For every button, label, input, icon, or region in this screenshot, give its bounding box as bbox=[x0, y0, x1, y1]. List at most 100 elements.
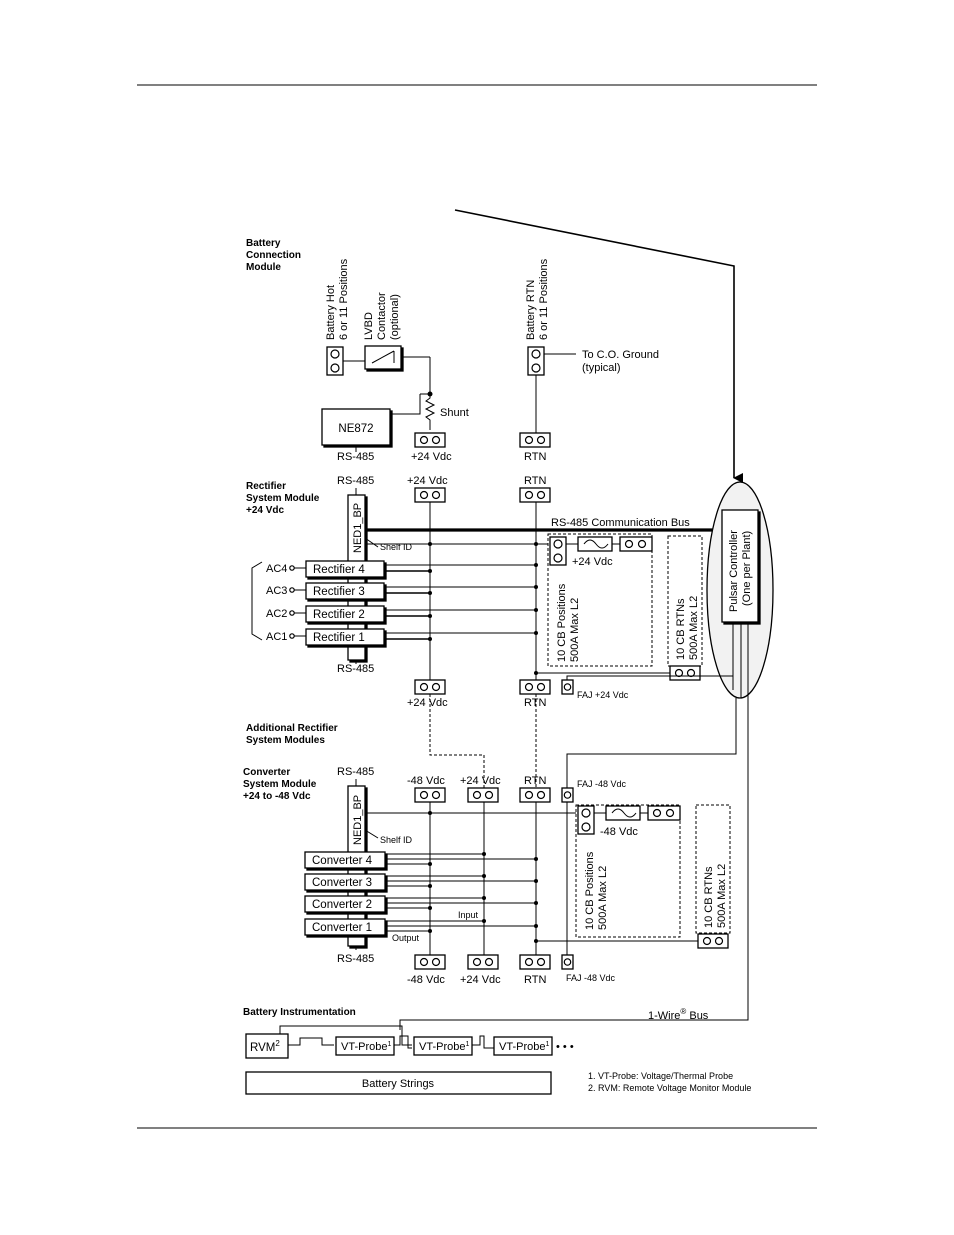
ne872-label: NE872 bbox=[338, 423, 373, 435]
battery-strings-label: Battery Strings bbox=[362, 1078, 435, 1090]
csm-input-label: Input bbox=[458, 910, 479, 920]
csm-output-label: Output bbox=[392, 933, 420, 943]
csm-cb-rtns-2: 500A Max L2 bbox=[716, 864, 728, 928]
csm-cb-rtns-1: 10 CB RTNs bbox=[703, 866, 715, 928]
rsm-rtn-top-terminal bbox=[519, 487, 551, 503]
rectifier-output-node bbox=[428, 569, 432, 573]
lvbd-label-2: Contactor bbox=[376, 292, 388, 340]
converter-output-node bbox=[428, 884, 432, 888]
csm-cb-positions-1: 10 CB Positions bbox=[584, 851, 596, 930]
vt-probe-3-label: VT-Probe1 bbox=[499, 1041, 549, 1053]
csm-cb-positions-2: 500A Max L2 bbox=[597, 866, 609, 930]
converter-label: Converter 1 bbox=[312, 922, 372, 934]
converter-row: Converter 2 bbox=[304, 895, 538, 913]
rsm-heading-3: +24 Vdc bbox=[246, 505, 285, 516]
converter-box bbox=[304, 918, 386, 936]
ne872-box bbox=[321, 408, 391, 446]
rectifier-label: Rectifier 1 bbox=[313, 632, 365, 644]
rsm-plus24-bottom-terminal bbox=[414, 679, 446, 695]
note-1: 1. VT-Probe: Voltage/Thermal Probe bbox=[588, 1071, 733, 1081]
converter-input-node bbox=[482, 896, 486, 900]
ac-input-terminal bbox=[289, 565, 295, 571]
lvbd-label-3: (optional) bbox=[389, 294, 401, 340]
converter-label: Converter 2 bbox=[312, 899, 372, 911]
bcm-heading-2: Connection bbox=[246, 250, 301, 261]
csm-rs485-bottom: RS-485 bbox=[337, 953, 374, 965]
rectifier-label: Rectifier 4 bbox=[313, 564, 365, 576]
converter-box bbox=[304, 873, 386, 891]
rsm-cb-rtn-terminal bbox=[669, 665, 701, 681]
converter-input-node bbox=[482, 919, 486, 923]
rsm-rtn-bottom: RTN bbox=[524, 697, 546, 709]
to-ground-label-1: To C.O. Ground bbox=[582, 349, 659, 361]
bcm-heading-1: Battery bbox=[246, 238, 281, 249]
ac-input-label: AC1 bbox=[266, 631, 287, 643]
csm-rtn-top: RTN bbox=[524, 775, 546, 787]
csm-faj-bottom-label: FAJ -48 Vdc bbox=[566, 973, 616, 983]
bcm-plus24-label: +24 Vdc bbox=[411, 451, 452, 463]
converter-box bbox=[304, 895, 386, 913]
rectifier-box bbox=[305, 582, 385, 600]
rvm-box bbox=[245, 1033, 289, 1059]
converter-input-node bbox=[482, 852, 486, 856]
csm-rtn-bottom-terminal bbox=[519, 954, 551, 970]
rectifier-rtn-node bbox=[534, 608, 538, 612]
csm-minus48-top: -48 Vdc bbox=[407, 775, 445, 787]
battery-strings-box bbox=[245, 1071, 552, 1095]
converter-input-node bbox=[482, 874, 486, 878]
instrumentation-heading: Battery Instrumentation bbox=[243, 1007, 356, 1018]
csm-minus48-bottom-terminal bbox=[414, 954, 446, 970]
rectifier-output-node bbox=[428, 637, 432, 641]
rvm-label: RVM2 bbox=[250, 1039, 280, 1054]
csm-cb-rtn-panel bbox=[695, 804, 731, 934]
ac-input-terminal bbox=[289, 610, 295, 616]
ac-input-terminal bbox=[289, 633, 295, 639]
csm-heading-2: System Module bbox=[243, 779, 317, 790]
rsm-cb-panel bbox=[547, 533, 653, 667]
rsm-rs485-top: RS-485 bbox=[337, 475, 374, 487]
ac-input-label: AC4 bbox=[266, 563, 287, 575]
rsm-plus24-top: +24 Vdc bbox=[407, 475, 448, 487]
rsm-cb-rtns-1: 10 CB RTNs bbox=[675, 598, 687, 660]
rectifier-output-node bbox=[428, 614, 432, 618]
rsm-rtn-bottom-terminal bbox=[519, 679, 551, 695]
rectifier-system-module: Rectifier System Module +24 Vdc RS-485 +… bbox=[246, 475, 722, 709]
pointer-arrow bbox=[454, 209, 743, 483]
csm-cb-rtn-terminal bbox=[697, 933, 729, 949]
rsm-cb-positions-1: 10 CB Positions bbox=[556, 583, 568, 662]
converter-rtn-node bbox=[534, 879, 538, 883]
vt-probe-3 bbox=[493, 1036, 553, 1056]
additional-modules-2: System Modules bbox=[246, 735, 325, 746]
rsm-breaker-voltage: +24 Vdc bbox=[572, 556, 613, 568]
vt-probe-1-label: VT-Probe1 bbox=[341, 1041, 391, 1053]
converter-system-module: Converter System Module +24 to -48 Vdc R… bbox=[243, 766, 731, 986]
converter-box bbox=[304, 851, 386, 869]
rsm-ned1-label: NED1_BP bbox=[352, 503, 364, 553]
ac-input-terminal bbox=[289, 587, 295, 593]
battery-rtn-label-2: 6 or 11 Positions bbox=[538, 258, 550, 340]
csm-heading-3: +24 to -48 Vdc bbox=[243, 791, 311, 802]
rsm-cb-rtns-2: 500A Max L2 bbox=[688, 596, 700, 660]
rectifier-row: AC4 Rectifier 4 bbox=[266, 560, 538, 578]
converter-output-node bbox=[428, 906, 432, 910]
note-2: 2. RVM: Remote Voltage Monitor Module bbox=[588, 1083, 751, 1093]
one-wire-bus-label: 1-Wire® Bus bbox=[648, 1007, 709, 1022]
csm-ned1-label: NED1_BP bbox=[352, 795, 364, 845]
battery-hot-label-2: 6 or 11 Positions bbox=[338, 258, 350, 340]
rsm-rtn-top: RTN bbox=[524, 475, 546, 487]
converter-rtn-node bbox=[534, 924, 538, 928]
converter-rtn-node bbox=[534, 857, 538, 861]
bcm-rs485-label: RS-485 bbox=[337, 451, 374, 463]
rectifier-output-node bbox=[428, 591, 432, 595]
bcm-rtn-label: RTN bbox=[524, 451, 546, 463]
battery-hot-label-1: Battery Hot bbox=[325, 285, 337, 340]
csm-cb-panel bbox=[575, 804, 681, 938]
csm-minus48-bottom: -48 Vdc bbox=[407, 974, 445, 986]
to-ground-label-2: (typical) bbox=[582, 362, 621, 374]
rectifier-row: AC1 Rectifier 1 bbox=[266, 628, 538, 646]
rsm-output-terminal bbox=[619, 536, 653, 552]
rsm-plus24-top-terminal bbox=[414, 487, 446, 503]
